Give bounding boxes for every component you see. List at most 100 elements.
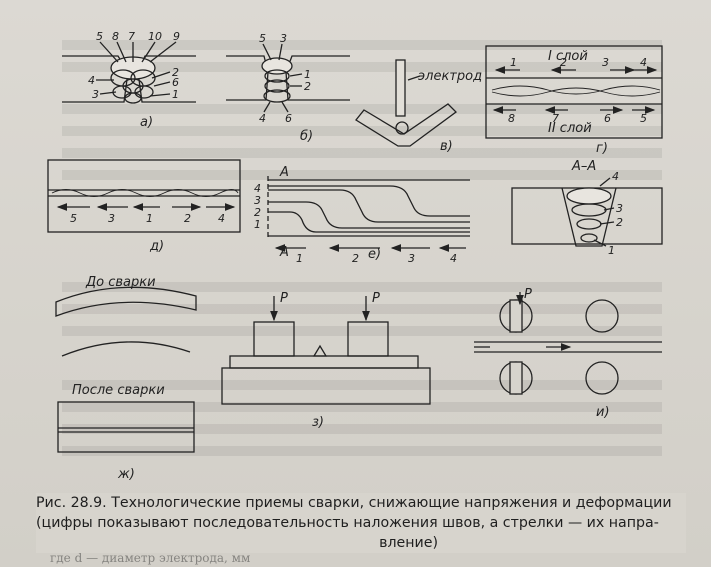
figure-caption: Рис. 28.9. Технологические приемы сварки… xyxy=(36,493,686,553)
svg-text:3: 3 xyxy=(616,202,623,215)
svg-text:4: 4 xyxy=(259,112,266,125)
svg-text:5: 5 xyxy=(70,212,77,225)
diagram-v xyxy=(355,59,457,147)
svg-text:ж): ж) xyxy=(117,467,135,482)
caption-line-3: вление) xyxy=(379,535,438,551)
ghost-text-line xyxy=(62,148,662,158)
svg-text:4: 4 xyxy=(450,252,457,265)
svg-text:3: 3 xyxy=(92,88,99,101)
svg-text:д): д) xyxy=(149,239,164,254)
diagram-i-labels: P и) xyxy=(524,287,610,420)
diagram-section-aa-labels: А–А 4 3 2 1 xyxy=(571,159,623,257)
svg-text:4: 4 xyxy=(88,74,95,87)
ghost-text-line xyxy=(62,126,662,136)
sublabel-v: в) xyxy=(440,139,453,154)
svg-text:5: 5 xyxy=(96,30,103,43)
svg-text:6: 6 xyxy=(285,112,292,125)
caption-line-2: (цифры показывают последовательность нал… xyxy=(36,515,659,531)
svg-text:а): а) xyxy=(140,115,153,130)
svg-text:А–А: А–А xyxy=(571,159,596,174)
svg-text:6: 6 xyxy=(604,112,611,125)
ghost-text-line xyxy=(62,446,662,456)
diagram-z-labels: P P з) xyxy=(280,291,380,430)
ghost-text-line xyxy=(62,282,662,292)
diagram-zh xyxy=(55,286,197,453)
svg-text:е): е) xyxy=(368,247,381,262)
diagram-b-numbers: 5 3 1 2 4 6 б) xyxy=(259,32,313,144)
svg-text:2: 2 xyxy=(616,216,623,229)
svg-text:4: 4 xyxy=(640,56,647,69)
svg-text:з): з) xyxy=(312,415,324,430)
svg-text:8: 8 xyxy=(112,30,119,43)
diagram-g-labels: I слой II слой 1 2 3 4 8 7 6 5 г) xyxy=(508,49,647,156)
svg-text:1: 1 xyxy=(510,56,517,69)
svg-text:До сварки: До сварки xyxy=(85,275,156,290)
caption-line-1: Рис. 28.9. Технологические приемы сварки… xyxy=(36,495,672,511)
diagram-b xyxy=(226,43,350,113)
diagram-d-numbers: 5 3 1 2 4 д) xyxy=(70,212,225,254)
svg-text:2: 2 xyxy=(254,206,261,219)
svg-text:3: 3 xyxy=(108,212,115,225)
svg-text:P: P xyxy=(372,291,380,306)
ghost-text-line xyxy=(62,170,662,180)
welding-figure: 5 8 7 10 9 4 2 6 3 1 а) xyxy=(47,30,663,482)
svg-text:2: 2 xyxy=(560,56,567,69)
svg-text:4: 4 xyxy=(218,212,225,225)
ghost-text-line xyxy=(62,380,662,390)
svg-text:9: 9 xyxy=(173,30,180,43)
svg-text:1: 1 xyxy=(172,88,179,101)
svg-text:2: 2 xyxy=(184,212,191,225)
svg-text:2: 2 xyxy=(304,80,311,93)
diagram-a xyxy=(62,41,196,104)
diagram-section-aa xyxy=(511,177,663,247)
svg-text:3: 3 xyxy=(280,32,287,45)
ghost-text-line xyxy=(62,62,662,72)
diagram-g xyxy=(485,45,663,139)
svg-text:4: 4 xyxy=(254,182,261,195)
footer-text: где d — диаметр электрода, мм xyxy=(50,551,251,565)
svg-text:1: 1 xyxy=(608,244,615,257)
ghost-text-line xyxy=(62,402,662,412)
diagram-zh-labels: До сварки После сварки ж) xyxy=(72,275,165,482)
svg-text:1: 1 xyxy=(304,68,311,81)
svg-text:II слой: II слой xyxy=(548,121,592,136)
diagram-d xyxy=(47,159,241,233)
svg-text:3: 3 xyxy=(408,252,415,265)
ghost-text-line xyxy=(62,326,662,336)
svg-text:5: 5 xyxy=(259,32,266,45)
svg-text:4: 4 xyxy=(612,170,619,183)
svg-text:А: А xyxy=(279,245,289,260)
svg-text:10: 10 xyxy=(148,30,162,43)
diagram-a-numbers: 5 8 7 10 9 4 2 6 3 1 а) xyxy=(88,30,180,130)
svg-text:6: 6 xyxy=(172,76,179,89)
svg-text:I слой: I слой xyxy=(548,49,588,64)
svg-text:1: 1 xyxy=(296,252,303,265)
svg-text:1: 1 xyxy=(254,218,261,231)
ghost-text-line xyxy=(62,304,662,314)
svg-text:и): и) xyxy=(596,405,610,420)
svg-text:3: 3 xyxy=(254,194,261,207)
svg-text:5: 5 xyxy=(640,112,647,125)
diagram-e xyxy=(267,176,470,252)
diagram-z xyxy=(221,296,431,405)
electrode-label: электрод xyxy=(418,69,482,84)
svg-text:P: P xyxy=(524,287,532,302)
svg-text:г): г) xyxy=(596,141,608,156)
svg-text:8: 8 xyxy=(508,112,515,125)
ghost-text-line xyxy=(62,104,662,114)
svg-text:А: А xyxy=(279,165,289,180)
diagram-e-labels: А А 4 3 2 1 1 2 3 4 е) xyxy=(254,165,457,265)
svg-text:7: 7 xyxy=(128,30,135,43)
svg-text:2: 2 xyxy=(172,66,179,79)
svg-text:б): б) xyxy=(300,129,313,144)
ghost-text-line xyxy=(62,40,662,50)
svg-text:1: 1 xyxy=(146,212,153,225)
ghost-text-line xyxy=(62,424,662,434)
svg-text:3: 3 xyxy=(602,56,609,69)
svg-text:7: 7 xyxy=(552,112,559,125)
svg-text:2: 2 xyxy=(352,252,359,265)
svg-text:P: P xyxy=(280,291,288,306)
diagram-i xyxy=(474,292,662,395)
svg-text:После сварки: После сварки xyxy=(72,383,165,398)
